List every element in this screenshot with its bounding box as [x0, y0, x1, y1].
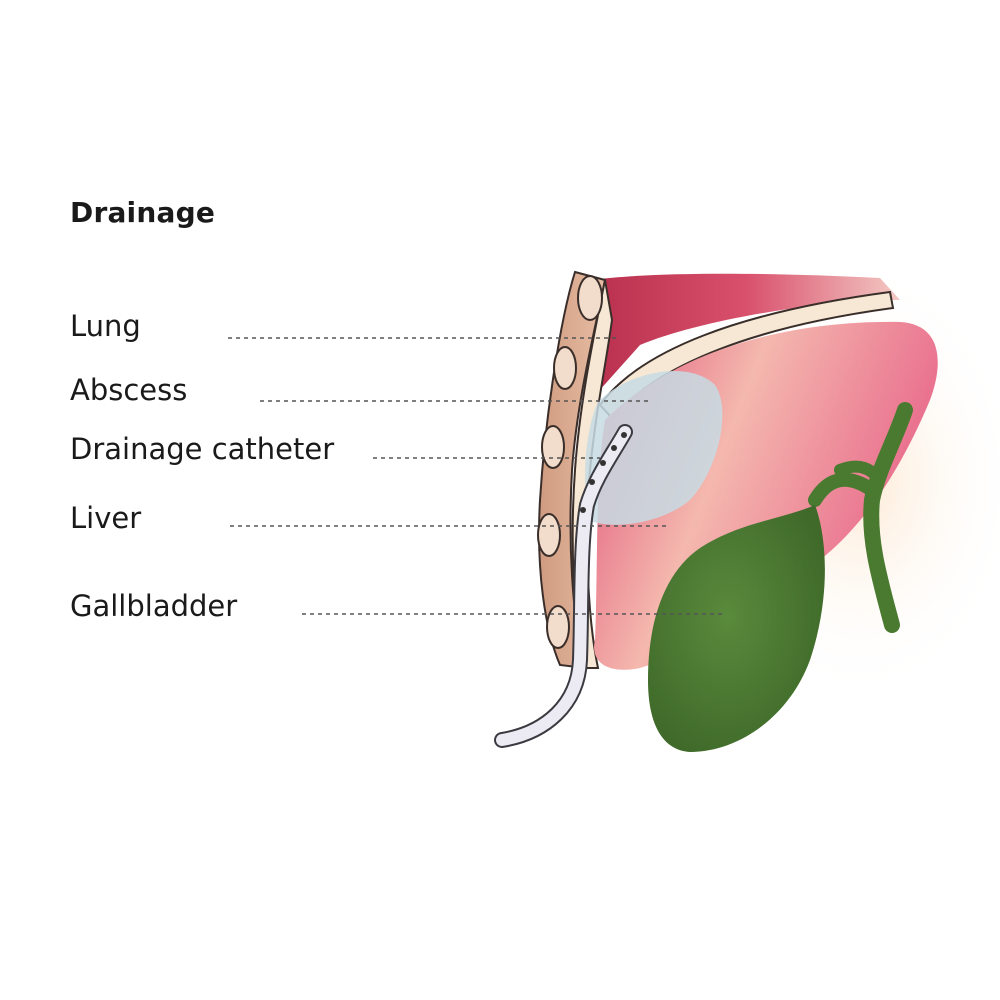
gallbladder-shape [648, 505, 825, 752]
rib [553, 346, 577, 390]
label-abscess: Abscess [70, 373, 188, 407]
rib [541, 425, 565, 469]
drainage-catheter-fill [496, 426, 631, 746]
catheter-hole [580, 507, 586, 513]
catheter-hole [621, 432, 627, 438]
catheter-hole [600, 460, 606, 466]
catheter-hole [589, 479, 595, 485]
rib [546, 605, 570, 649]
catheter-hole [611, 445, 617, 451]
label-liver: Liver [70, 501, 142, 535]
label-lung: Lung [70, 309, 141, 343]
bile-duct-branch [808, 472, 879, 507]
rib [577, 275, 603, 321]
bile-duct [863, 402, 913, 633]
figure-title: Drainage [70, 196, 216, 229]
rib [537, 513, 561, 557]
label-drainage-catheter: Drainage catheter [70, 432, 335, 466]
abscess-shape [585, 370, 723, 525]
label-gallbladder: Gallbladder [70, 589, 238, 623]
bile-duct-branch [834, 460, 884, 484]
